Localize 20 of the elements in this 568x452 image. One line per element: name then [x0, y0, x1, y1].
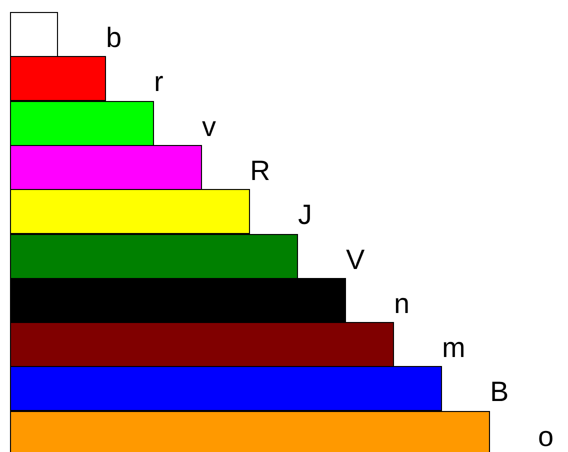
- rod-letter: m: [442, 333, 466, 364]
- rod-bar: [10, 278, 346, 323]
- rod-bar: [10, 410, 490, 452]
- rod-bar: [10, 322, 394, 368]
- rod-bar: [10, 366, 442, 412]
- rod-letter: v: [202, 112, 216, 142]
- rod-letter: n: [394, 288, 410, 319]
- rod-letter: r: [154, 67, 164, 98]
- rod-letter: B: [490, 377, 509, 408]
- rod-bar: [10, 144, 202, 190]
- rod-bar: [10, 100, 154, 146]
- rod-letter: b: [106, 23, 122, 53]
- rod-letter: o: [538, 422, 554, 452]
- rod-bar: [10, 234, 298, 278]
- rod-letter: V: [346, 244, 365, 274]
- rod-bar: [10, 189, 250, 234]
- rod-bar: [10, 56, 106, 102]
- rod-letter: J: [298, 200, 312, 230]
- rod-letter: R: [250, 156, 270, 186]
- rod-bar: [10, 12, 58, 57]
